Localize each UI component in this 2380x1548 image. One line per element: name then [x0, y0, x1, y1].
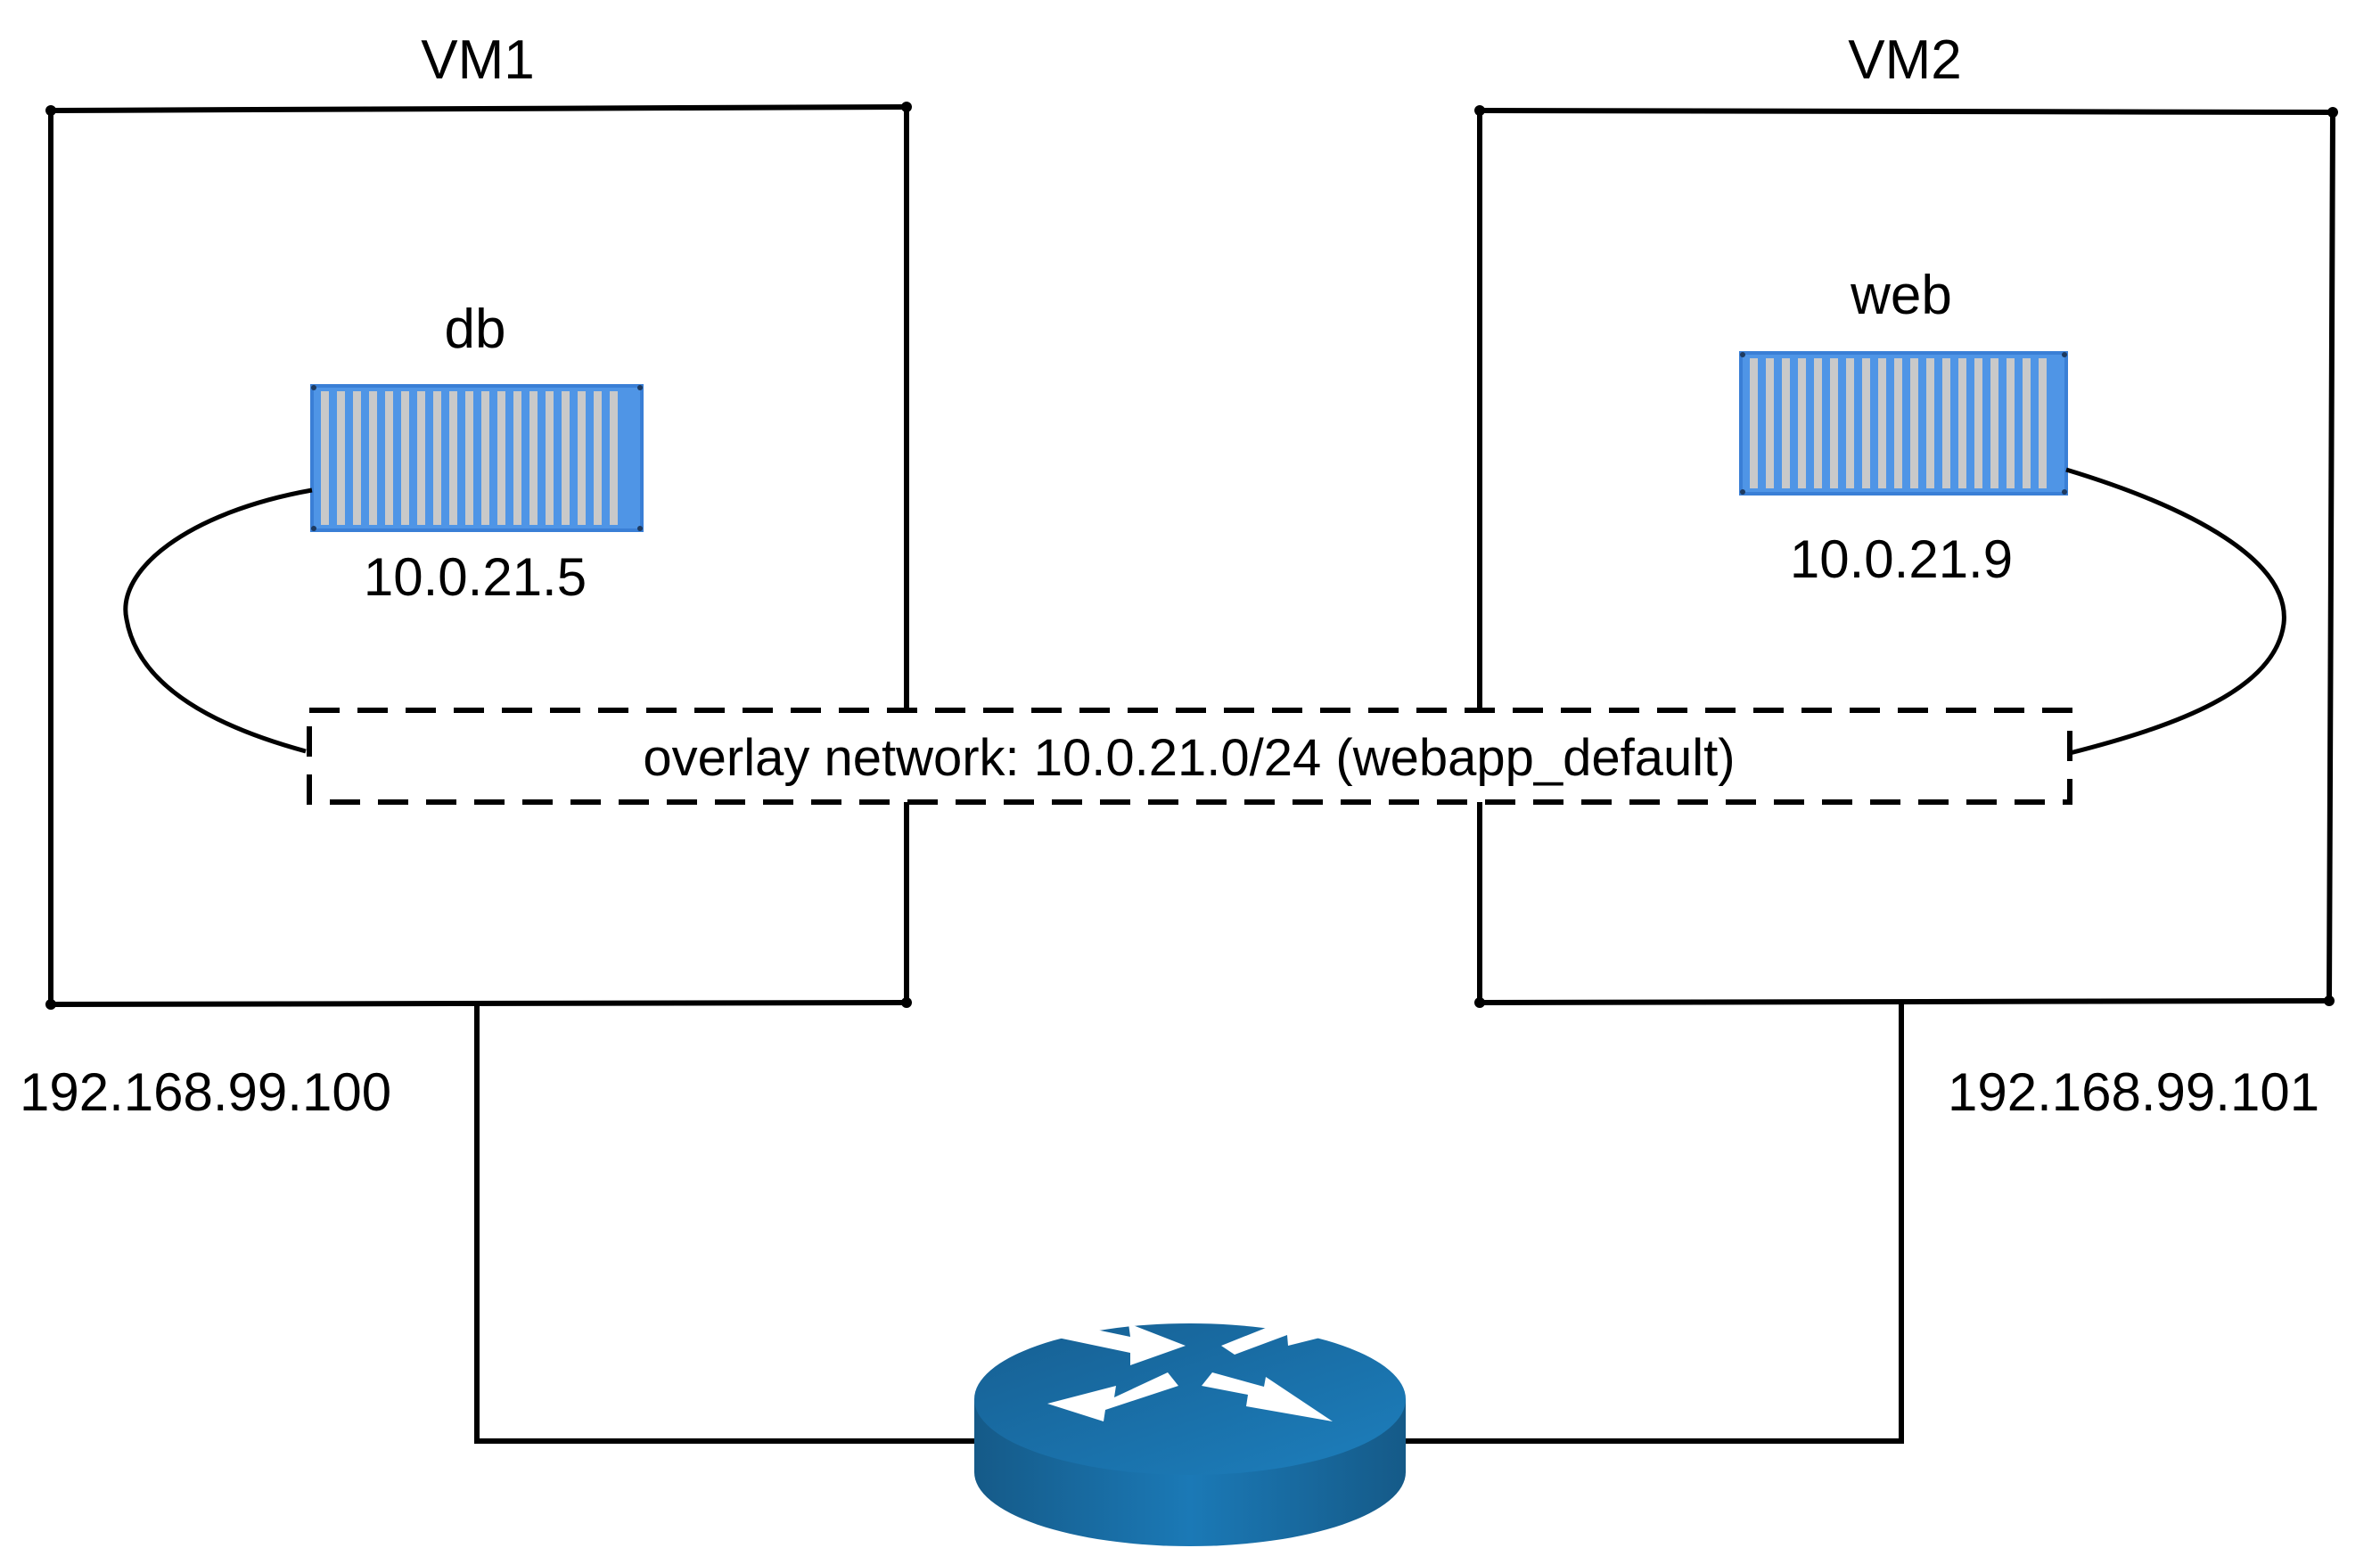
- container-stripe: [1910, 358, 1918, 488]
- vm1-box: [48, 104, 909, 1007]
- container-stripe: [449, 391, 457, 525]
- container-stripe: [2023, 358, 2031, 488]
- container-stripe: [321, 391, 329, 525]
- container-stripe: [337, 391, 345, 525]
- container-stripe: [1846, 358, 1854, 488]
- container-stripe: [1926, 358, 1934, 488]
- overlay-network: overlay network: 10.0.21.0/24 (webapp_de…: [307, 708, 2072, 805]
- overlay-network-label: overlay network: 10.0.21.0/24 (webapp_de…: [643, 729, 1735, 787]
- container-stripe: [1894, 358, 1902, 488]
- container-stripe: [513, 391, 521, 525]
- container-db-name: db: [445, 299, 506, 360]
- container-web-icon: [1739, 351, 2068, 496]
- container-web-ip: 10.0.21.9: [1790, 529, 2013, 589]
- container-stripe: [1878, 358, 1886, 488]
- container-stripe: [417, 391, 425, 525]
- container-db-ip: 10.0.21.5: [364, 547, 587, 607]
- container-stripe: [1862, 358, 1870, 488]
- container-web-name: web: [1850, 265, 1952, 326]
- container-stripe: [433, 391, 441, 525]
- container-stripe: [546, 391, 554, 525]
- container-stripe: [1974, 358, 1982, 488]
- container-stripe: [594, 391, 602, 525]
- container-stripe: [1990, 358, 1998, 488]
- container-stripe: [1942, 358, 1950, 488]
- vm2: VM2 web 10.0.21.9 192.168.99.101: [1474, 29, 2338, 1122]
- container-stripe: [465, 391, 473, 525]
- container-stripe: [353, 391, 361, 525]
- container-stripe: [562, 391, 570, 525]
- vm1-uplink: [474, 1004, 981, 1444]
- container-stripe: [529, 391, 538, 525]
- container-stripe: [1798, 358, 1806, 488]
- container-stripe: [1766, 358, 1774, 488]
- container-stripe: [481, 391, 489, 525]
- container-stripe: [1782, 358, 1790, 488]
- overlay-link-db: [123, 487, 313, 754]
- physical-links: [474, 1001, 1904, 1444]
- container-stripe: [610, 391, 618, 525]
- container-stripe: [1750, 358, 1758, 488]
- container-stripe: [2007, 358, 2015, 488]
- vm2-host-ip: 192.168.99.101: [1948, 1062, 2319, 1122]
- container-stripe: [2039, 358, 2047, 488]
- container-stripe: [1830, 358, 1838, 488]
- container-stripe: [578, 391, 586, 525]
- container-stripe: [1958, 358, 1966, 488]
- container-stripe: [497, 391, 505, 525]
- container-stripe: [385, 391, 393, 525]
- router-icon: [974, 1308, 1406, 1546]
- container-db-icon: [310, 384, 644, 532]
- vm2-box: [1477, 108, 2335, 1005]
- vm2-title: VM2: [1848, 29, 1961, 91]
- overlay-link-web: [2065, 467, 2286, 756]
- vm1-host-ip: 192.168.99.100: [20, 1062, 391, 1122]
- vm1-title: VM1: [421, 29, 534, 91]
- vm2-uplink: [1399, 1001, 1904, 1444]
- container-stripe: [401, 391, 409, 525]
- vm1: VM1 db 10.0.21.5 192.168.99.100: [20, 29, 912, 1122]
- container-stripe: [1814, 358, 1822, 488]
- container-stripe: [369, 391, 377, 525]
